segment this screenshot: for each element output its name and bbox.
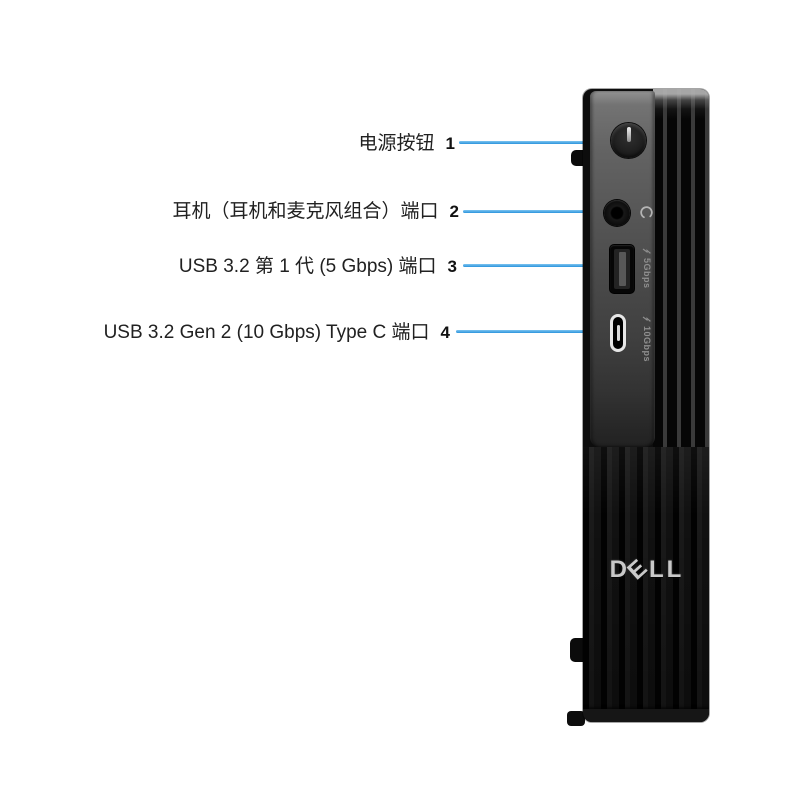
device-foot bbox=[567, 711, 585, 726]
usb-a-speed-label: 5Gbps bbox=[641, 248, 653, 300]
front-vent-slats bbox=[583, 447, 709, 722]
callout-label: USB 3.2 Gen 2 (10 Gbps) Type C 端口 bbox=[103, 322, 430, 343]
superspeed-arrow-icon bbox=[643, 316, 652, 322]
leader-line-power-button bbox=[459, 141, 621, 144]
power-icon bbox=[626, 127, 631, 142]
usb-a-speed-text: 5Gbps bbox=[642, 258, 652, 289]
power-button[interactable] bbox=[611, 123, 646, 158]
callout-number: 2 bbox=[449, 202, 459, 221]
headset-icon bbox=[639, 205, 654, 220]
callout-label: 耳机（耳机和麦克风组合）端口 bbox=[172, 201, 439, 222]
usb-c-speed-text: 10Gbps bbox=[642, 326, 652, 363]
callout-usb-c-port: USB 3.2 Gen 2 (10 Gbps) Type C 端口 4 bbox=[104, 320, 450, 346]
usb-a-tab bbox=[618, 252, 626, 286]
callout-power-button: 电源按钮 1 bbox=[359, 131, 455, 157]
leader-line-headset-port bbox=[463, 210, 613, 213]
side-tab-top bbox=[571, 150, 585, 166]
superspeed-arrow-icon bbox=[643, 248, 652, 254]
leader-line-usb-c-port bbox=[456, 330, 613, 333]
usb-c-pin bbox=[616, 325, 620, 341]
headset-jack-port[interactable] bbox=[604, 200, 630, 226]
side-tab-bottom bbox=[570, 638, 585, 662]
callout-number: 1 bbox=[445, 134, 455, 153]
callout-label: 电源按钮 bbox=[358, 133, 435, 154]
callout-number: 3 bbox=[447, 257, 457, 276]
callout-headset-port: 耳机（耳机和麦克风组合）端口 2 bbox=[173, 199, 459, 225]
callout-label: USB 3.2 第 1 代 (5 Gbps) 端口 bbox=[178, 256, 437, 277]
usb-c-speed-label: 10Gbps bbox=[641, 316, 653, 374]
callout-number: 4 bbox=[440, 323, 450, 342]
callout-usb-a-port: USB 3.2 第 1 代 (5 Gbps) 端口 3 bbox=[179, 254, 457, 280]
bottom-rail bbox=[583, 709, 709, 722]
usb-a-port[interactable] bbox=[610, 245, 634, 293]
usb-c-port[interactable] bbox=[610, 314, 626, 352]
leader-line-usb-a-port bbox=[463, 264, 616, 267]
